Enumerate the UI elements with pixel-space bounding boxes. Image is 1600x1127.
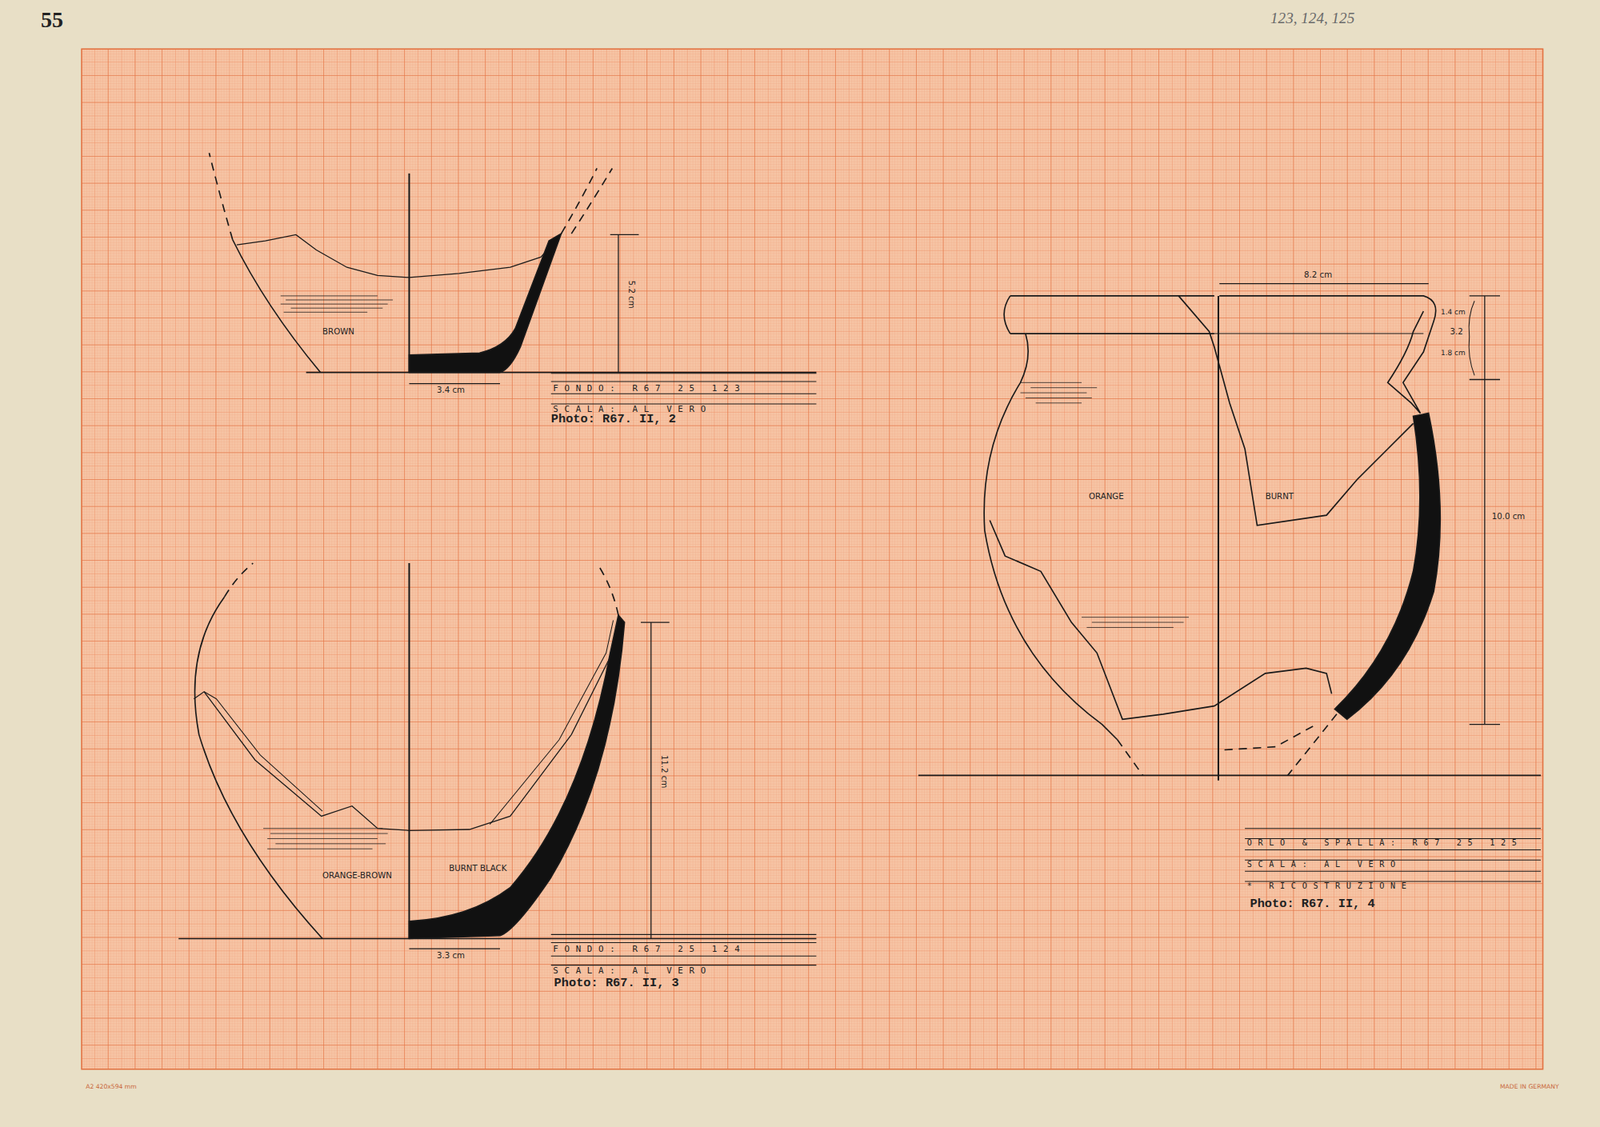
catalog-label: FONDO: R67 25 123 [552, 383, 746, 392]
annotation-label: 5.2 cm [625, 280, 635, 309]
photo-reference: Photo: R67. II, 4 [1249, 897, 1375, 912]
pot-2 [178, 563, 816, 966]
photo-reference: Photo: R67. II, 3 [554, 977, 680, 992]
annotation-label: MADE IN GERMANY [1500, 1084, 1560, 1091]
annotation-label: BROWN [322, 328, 355, 338]
annotation-label: 11.2 cm [658, 755, 668, 789]
annotation-label: 55 [40, 8, 64, 33]
annotation-label: 3.3 cm [436, 952, 465, 961]
annotation-label: BURNT [1265, 492, 1294, 502]
annotation-label: 8.2 cm [1304, 271, 1332, 280]
catalog-label: ORLO & SPALLA: R67 25 125 [1247, 840, 1524, 848]
graph-paper [81, 48, 1544, 1070]
pot-3 [918, 284, 1541, 882]
catalog-label: * RICOSTRUZIONE [1247, 882, 1413, 891]
annotation-label: 1.8 cm [1440, 349, 1466, 358]
catalog-label: FONDO: R67 25 124 [552, 944, 746, 953]
annotation-label: 3.4 cm [436, 386, 465, 396]
photo-reference: Photo: R67. II, 2 [551, 413, 676, 428]
annotation-label: BURNT BLACK [448, 865, 507, 875]
annotation-label: 10.0 cm [1492, 513, 1526, 523]
catalog-label: SCALA: AL VERO [552, 966, 712, 976]
pot-1 [208, 152, 816, 404]
annotation-label: 1.4 cm [1440, 308, 1466, 317]
annotation-label: 123, 124, 125 [1270, 10, 1355, 28]
catalog-label: SCALA: AL VERO [1247, 861, 1402, 870]
annotation-label: ORANGE-BROWN [322, 872, 392, 882]
catalog-label: SCALA: AL VERO [552, 404, 712, 414]
annotation-label: A2 420x594 mm [85, 1084, 137, 1091]
annotation-label: 3.2 [1449, 328, 1463, 338]
annotation-label: ORANGE [1088, 492, 1124, 502]
